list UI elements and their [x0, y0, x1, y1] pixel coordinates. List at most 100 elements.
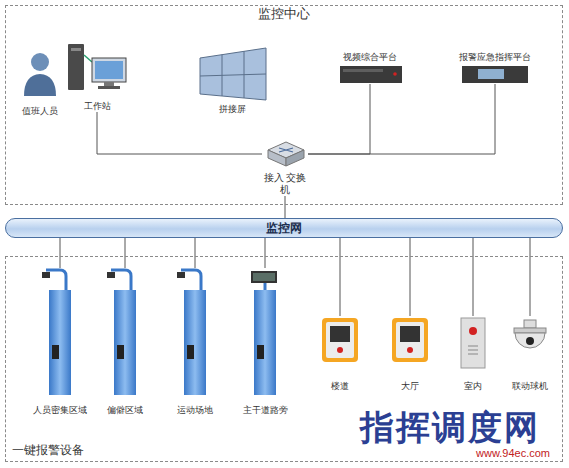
dome-mount [524, 320, 536, 328]
dome-band [514, 328, 546, 333]
indoor-speaker [468, 346, 478, 354]
video-wall [200, 48, 266, 100]
node-label: 监控网 [6, 221, 562, 235]
pc-cable [84, 55, 92, 62]
dome-camera [515, 333, 545, 348]
alarm-pole-node: 人员密集区域 [30, 268, 90, 416]
monitor-frame [92, 58, 126, 82]
network-link [308, 84, 495, 154]
network-link [285, 196, 286, 218]
indoor-button [469, 327, 477, 335]
alarm-pole-node: 运动场地 [165, 268, 225, 416]
platform-node: 视频综合平台 [335, 52, 405, 84]
alarm-pole-node: 偏僻区域 [95, 268, 155, 416]
pole-display [251, 271, 277, 283]
node-label: 联动球机 [503, 381, 557, 392]
person-head [31, 53, 49, 71]
workstation-node: 工作站 [62, 40, 132, 112]
person-body [24, 74, 56, 96]
alarm-terminal [322, 318, 358, 362]
node-label: 一键报警设备 [12, 443, 84, 457]
switch-node: 接入 交换机 [262, 140, 308, 196]
pole-mast [264, 283, 267, 290]
node-label: 监控中心 [6, 6, 562, 22]
node-label: 大厅 [383, 381, 437, 392]
pole-button-panel [257, 345, 264, 359]
alarm-platform-device [462, 66, 528, 83]
terminal-screen [400, 326, 420, 342]
dome-lens [526, 337, 534, 345]
network-link [125, 238, 126, 268]
network-link [308, 84, 370, 154]
pc-drive [71, 48, 81, 51]
terminal-node: 大厅 [383, 316, 437, 392]
node-label: 接入 交换机 [262, 172, 308, 196]
alarm-pole [251, 271, 277, 395]
terminal-button [407, 347, 413, 353]
network-bar: 监控网 [5, 218, 563, 238]
node-label: 值班人员 [18, 106, 62, 117]
node-label: 偏僻区域 [95, 405, 155, 416]
pole-button-panel [52, 345, 59, 359]
network-link [97, 112, 262, 154]
pole-body [184, 290, 206, 395]
pole-camera [42, 272, 50, 278]
node-label: 人员密集区域 [30, 405, 90, 416]
platform-device [340, 66, 402, 83]
monitor-base [98, 86, 120, 89]
watermark-url: www.94ec.com [476, 447, 550, 459]
pc-tower [68, 44, 84, 90]
node-label: 楼道 [313, 381, 367, 392]
monitor-stand [104, 82, 114, 86]
node-label: 拼接屏 [195, 104, 270, 115]
indoor-panel [461, 318, 485, 368]
network-link [340, 238, 341, 316]
pole-camera [107, 272, 115, 278]
alarm-pole-node: 主干道路旁 [235, 268, 295, 416]
device-led [393, 72, 397, 76]
node-label: 主干道路旁 [235, 405, 295, 416]
terminal-button [337, 347, 343, 353]
terminal-face [396, 322, 424, 358]
terminal-node: 楼道 [313, 316, 367, 392]
network-link [195, 238, 196, 268]
device-screen [478, 69, 504, 79]
device-stripe [343, 69, 383, 72]
node-label: 视频综合平台 [335, 52, 405, 63]
camera-node: 联动球机 [503, 316, 557, 392]
pole-camera [177, 272, 185, 278]
network-link [410, 238, 411, 316]
pole-body [114, 290, 136, 395]
zone-box: 监控中心值班人员工作站 拼接屏 视频综合平台 报警应急指挥平台接入 交换机 [5, 5, 563, 205]
alarm-pole [42, 270, 71, 395]
watermark: 指挥调度网 [360, 405, 540, 451]
switch-side [268, 150, 286, 166]
terminal-face [326, 322, 354, 358]
node-label: 工作站 [62, 101, 132, 112]
switch-side [286, 150, 304, 166]
network-link [265, 238, 266, 268]
monitor-screen [95, 61, 123, 79]
video-wall-node: 拼接屏 [195, 45, 270, 115]
node-label: 室内 [446, 381, 500, 392]
network-link [473, 238, 474, 316]
pole-body [49, 290, 71, 395]
staff-node: 值班人员 [18, 45, 62, 117]
terminal-screen [330, 326, 350, 342]
alarm-pole [177, 270, 206, 395]
video-wall-grid [200, 51, 266, 98]
platform-node: 报警应急指挥平台 [455, 52, 535, 84]
terminal-node: 室内 [446, 316, 500, 392]
switch-arrows [279, 148, 293, 152]
pole-button-panel [117, 345, 124, 359]
pole-button-panel [187, 345, 194, 359]
alarm-pole [107, 270, 136, 395]
node-label: 报警应急指挥平台 [455, 52, 535, 63]
pole-body [254, 290, 276, 395]
node-label: 运动场地 [165, 405, 225, 416]
network-link [530, 238, 531, 316]
network-link [60, 238, 61, 268]
pole-display-screen [253, 273, 275, 281]
alarm-terminal [392, 318, 428, 362]
